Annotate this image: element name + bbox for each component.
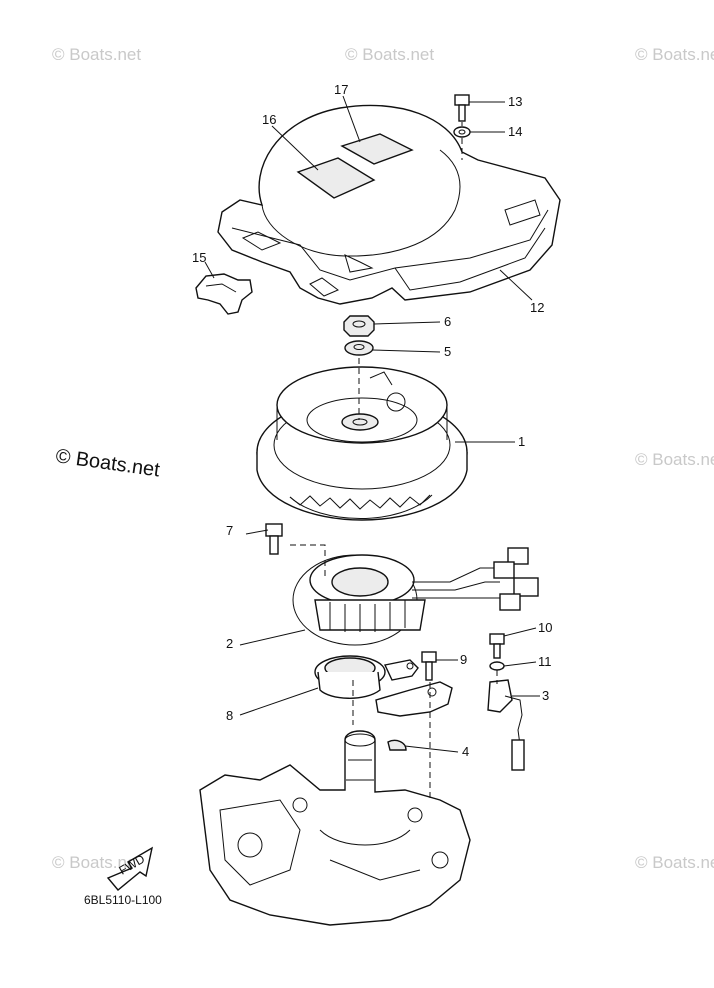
callout-13: 13	[508, 94, 522, 109]
callout-10: 10	[538, 620, 552, 635]
label-plate-16	[296, 157, 376, 199]
alignment-lines	[290, 122, 498, 800]
callout-14: 14	[508, 124, 522, 139]
callout-11: 11	[538, 654, 552, 669]
watermark-top-left: © Boats.net	[52, 45, 141, 64]
watermark-large: © Boats.net	[54, 445, 161, 481]
callout-3: 3	[542, 688, 549, 703]
callout-15: 15	[192, 250, 206, 265]
watermark-bottom-left: © Boats.net	[52, 853, 141, 872]
callout-17: 17	[334, 82, 348, 97]
callout-5: 5	[444, 344, 451, 359]
flywheel-washer	[344, 340, 374, 356]
diagram-code: 6BL5110-L100	[84, 893, 162, 907]
sensor-bolt	[489, 633, 505, 659]
watermark-mid-right: © Boats.net	[635, 450, 714, 469]
cover-bolt	[454, 94, 470, 122]
flywheel-nut	[343, 315, 375, 337]
leader-lines	[204, 95, 540, 753]
wire-clip	[195, 273, 253, 315]
engine-block	[199, 730, 471, 926]
callout-7: 7	[226, 523, 233, 538]
bracket-bolt	[421, 651, 437, 681]
callout-16: 16	[262, 112, 276, 127]
sensor-washer	[489, 661, 505, 671]
callouts: 1 2 3 4 5 6 7 8 9 10 11 12 13 14 15 16 1…	[192, 82, 552, 759]
callout-8: 8	[226, 708, 233, 723]
watermark-top-right: © Boats.net	[635, 45, 714, 64]
callout-1: 1	[518, 434, 525, 449]
stator-bracket	[314, 655, 453, 717]
watermark-bottom-right: © Boats.net	[635, 853, 714, 872]
woodruff-key	[387, 739, 407, 751]
cover-washer	[453, 126, 471, 138]
stator-assembly	[292, 547, 539, 646]
callout-9: 9	[460, 652, 467, 667]
stator-bolt	[265, 523, 283, 555]
callout-2: 2	[226, 636, 233, 651]
callout-6: 6	[444, 314, 451, 329]
flywheel	[256, 366, 468, 521]
watermark-top-center: © Boats.net	[345, 45, 434, 64]
callout-12: 12	[530, 300, 544, 315]
callout-4: 4	[462, 744, 469, 759]
pulser-coil	[487, 679, 525, 771]
